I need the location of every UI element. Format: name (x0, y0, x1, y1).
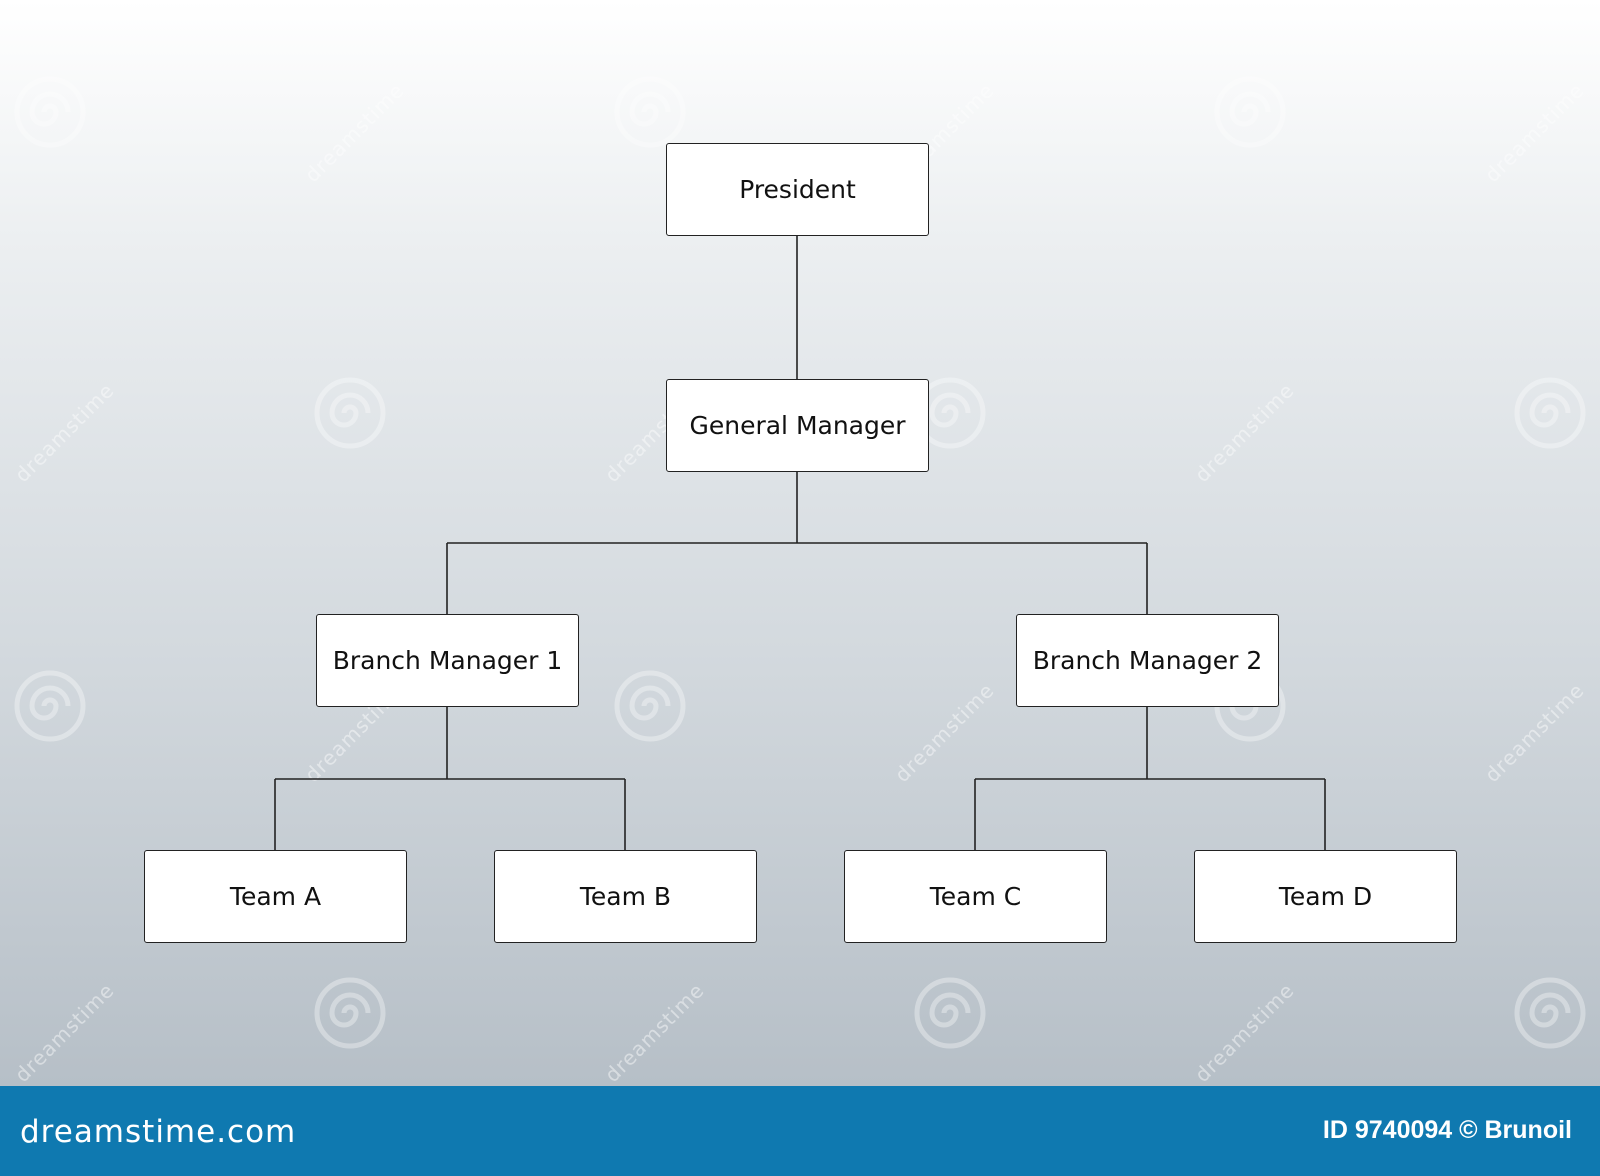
node-general-manager: General Manager (666, 379, 929, 472)
node-team-c: Team C (844, 850, 1107, 943)
org-chart-connectors (274, 236, 1326, 850)
node-branch-manager-2: Branch Manager 2 (1016, 614, 1279, 707)
node-team-a: Team A (144, 850, 407, 943)
node-team-b: Team B (494, 850, 757, 943)
brand-logo-text: dreamstime.com (20, 1114, 297, 1150)
image-credit: ID 9740094 © Brunoil (1322, 1116, 1572, 1144)
node-branch-manager-1: Branch Manager 1 (316, 614, 579, 707)
node-team-d: Team D (1194, 850, 1457, 943)
footer-bar: dreamstime.com ID 9740094 © Brunoil (0, 1086, 1600, 1176)
node-president: President (666, 143, 929, 236)
